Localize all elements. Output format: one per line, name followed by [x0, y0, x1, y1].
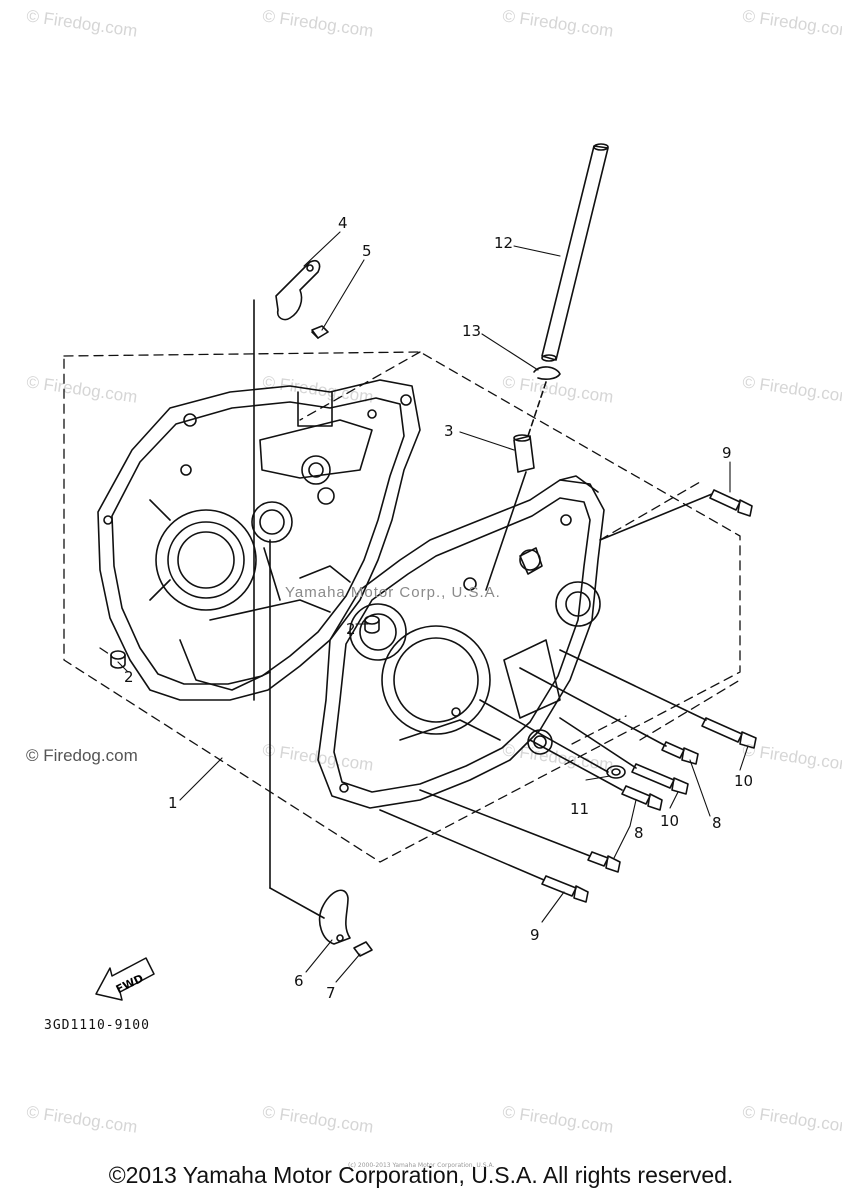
- right-crankcase: [317, 475, 605, 809]
- bolt-upper: [311, 325, 329, 339]
- callout-1: 1: [168, 794, 178, 812]
- bolt-10-mid: [631, 763, 689, 795]
- callout-9-upper: 9: [722, 444, 732, 462]
- fwd-arrow-icon: [95, 957, 155, 1001]
- leader-lines: [117, 231, 749, 983]
- callout-6: 6: [294, 972, 304, 990]
- callout-8-right: 8: [712, 814, 722, 832]
- breather-pipe: [541, 143, 609, 362]
- bracket-upper: [275, 259, 321, 321]
- dowel-pin-right: [364, 615, 380, 634]
- breather-joint: [513, 434, 535, 473]
- assembly-frame: [63, 351, 741, 863]
- hose-clip: [533, 366, 561, 380]
- bolt-8-right: [661, 741, 699, 765]
- callout-8-mid: 8: [634, 824, 644, 842]
- bolt-9-low: [541, 875, 589, 903]
- callout-5: 5: [362, 242, 372, 260]
- bolt-lower: [353, 941, 373, 957]
- callout-13: 13: [462, 322, 482, 340]
- callout-10-mid: 10: [660, 812, 680, 830]
- left-crankcase: [97, 379, 421, 701]
- callout-10-right: 10: [734, 772, 754, 790]
- callout-7: 7: [326, 984, 336, 1002]
- bolt-9-upper: [709, 489, 753, 517]
- bracket-lower: [318, 889, 351, 945]
- part-code: 3GD1110-9100: [44, 1018, 150, 1033]
- fwd-label: FWD: [114, 972, 146, 996]
- callout-2-right: 2: [346, 620, 356, 638]
- callout-2-left: 2: [124, 668, 134, 686]
- callout-3: 3: [444, 422, 454, 440]
- callout-12: 12: [494, 234, 514, 252]
- callout-9-lower: 9: [530, 926, 540, 944]
- callout-4: 4: [338, 214, 348, 232]
- watermark-caption: © Firedog.com: [26, 746, 138, 765]
- callout-11: 11: [570, 800, 590, 818]
- bolt-8-mid: [621, 785, 663, 811]
- dowel-pin-left: [110, 650, 126, 669]
- bolt-10-right: [701, 717, 757, 749]
- fine-print: (c) 2000-2013 Yamaha Motor Corporation, …: [348, 1162, 495, 1169]
- center-mark: Yamaha Motor Corp., U.S.A.: [285, 584, 501, 601]
- copyright-footer: ©2013 Yamaha Motor Corporation, U.S.A. A…: [108, 1162, 734, 1188]
- bolt-8-low: [587, 851, 621, 873]
